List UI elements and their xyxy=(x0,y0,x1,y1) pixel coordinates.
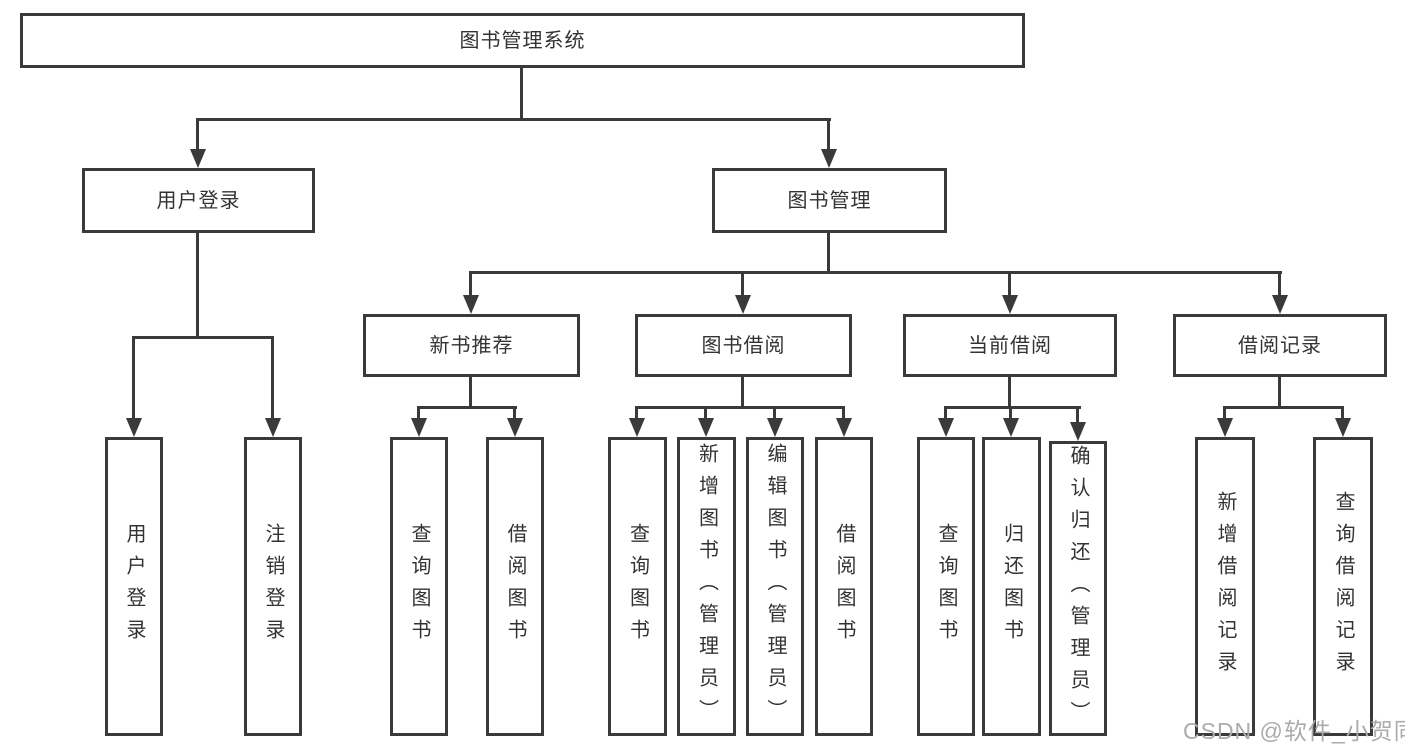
connector-to-leaf-user-login xyxy=(132,336,135,420)
connector-to-leaf-confirm-return xyxy=(1076,406,1079,424)
connector-to-book-management xyxy=(827,118,830,151)
arrowhead-down-icon xyxy=(836,418,852,437)
node-leaf-logout: 注销登录 xyxy=(244,437,302,736)
node-leaf-query-books-c: 查询图书 xyxy=(917,437,975,736)
connector-to-leaf-logout xyxy=(271,336,274,420)
connector-to-leaf-borrow-books-b xyxy=(842,406,845,420)
arrowhead-down-icon xyxy=(1002,295,1018,314)
connector-to-leaf-add-borrow-record xyxy=(1223,406,1226,420)
connector-new-book-recommend-branch xyxy=(417,406,517,409)
arrowhead-down-icon xyxy=(507,418,523,437)
connector-to-new-book-recommend xyxy=(469,271,472,297)
arrowhead-down-icon xyxy=(821,149,837,168)
arrowhead-down-icon xyxy=(411,418,427,437)
connector-to-book-borrow xyxy=(741,271,744,297)
connector-to-leaf-query-books-b xyxy=(635,406,638,420)
connector-current-borrow-stem xyxy=(1008,377,1011,409)
arrowhead-down-icon xyxy=(190,149,206,168)
node-leaf-query-borrow-record: 查询借阅记录 xyxy=(1313,437,1373,736)
arrowhead-down-icon xyxy=(463,295,479,314)
connector-to-leaf-query-books-c xyxy=(944,406,947,420)
node-root: 图书管理系统 xyxy=(20,13,1025,68)
node-leaf-edit-books-admin: 编辑图书（管理员） xyxy=(746,437,804,736)
arrowhead-down-icon xyxy=(265,418,281,437)
node-leaf-borrow-books-a: 借阅图书 xyxy=(486,437,544,736)
arrowhead-down-icon xyxy=(767,418,783,437)
node-leaf-query-books-a: 查询图书 xyxy=(390,437,448,736)
arrowhead-down-icon xyxy=(1217,418,1233,437)
connector-book-borrow-stem xyxy=(741,377,744,409)
watermark: CSDN @软件_小贺同学 xyxy=(1183,718,1405,744)
connector-book-borrow-branch xyxy=(635,406,845,409)
node-book-borrow: 图书借阅 xyxy=(635,314,852,377)
connector-new-book-recommend-stem xyxy=(469,377,472,409)
arrowhead-down-icon xyxy=(1272,295,1288,314)
node-current-borrow: 当前借阅 xyxy=(903,314,1117,377)
connector-to-borrow-records xyxy=(1278,271,1281,297)
arrowhead-down-icon xyxy=(1003,418,1019,437)
connector-to-leaf-edit-books xyxy=(773,406,776,420)
node-new-book-recommend: 新书推荐 xyxy=(363,314,580,377)
arrowhead-down-icon xyxy=(1335,418,1351,437)
node-leaf-confirm-return-admin: 确认归还（管理员） xyxy=(1049,441,1107,736)
arrowhead-down-icon xyxy=(126,418,142,437)
connector-to-user-login xyxy=(196,118,199,151)
arrowhead-down-icon xyxy=(1070,422,1086,441)
connector-book-management-stem xyxy=(827,233,830,274)
node-borrow-records: 借阅记录 xyxy=(1173,314,1387,377)
node-leaf-return-books: 归还图书 xyxy=(982,437,1041,736)
connector-to-leaf-borrow-books-a xyxy=(513,406,516,420)
node-leaf-add-borrow-record: 新增借阅记录 xyxy=(1195,437,1255,736)
arrowhead-down-icon xyxy=(698,418,714,437)
connector-borrow-records-stem xyxy=(1278,377,1281,409)
connector-user-login-branch xyxy=(132,336,274,339)
node-leaf-query-books-b: 查询图书 xyxy=(608,437,667,736)
arrowhead-down-icon xyxy=(735,295,751,314)
node-book-management: 图书管理 xyxy=(712,168,947,233)
connector-root-branch xyxy=(196,118,831,121)
connector-to-leaf-query-books-a xyxy=(417,406,420,420)
arrowhead-down-icon xyxy=(938,418,954,437)
node-leaf-user-login: 用户登录 xyxy=(105,437,163,736)
connector-to-current-borrow xyxy=(1008,271,1011,297)
connector-user-login-stem xyxy=(196,233,199,339)
node-leaf-borrow-books-b: 借阅图书 xyxy=(815,437,873,736)
connector-to-leaf-return-books xyxy=(1009,406,1012,420)
node-user-login: 用户登录 xyxy=(82,168,315,233)
arrowhead-down-icon xyxy=(629,418,645,437)
connector-to-leaf-query-borrow-record xyxy=(1341,406,1344,420)
connector-book-management-branch xyxy=(470,271,1282,274)
connector-root-stem xyxy=(520,68,523,121)
connector-borrow-records-branch xyxy=(1223,406,1344,409)
connector-current-borrow-branch xyxy=(944,406,1081,409)
node-leaf-add-books-admin: 新增图书（管理员） xyxy=(677,437,736,736)
connector-to-leaf-add-books xyxy=(704,406,707,420)
